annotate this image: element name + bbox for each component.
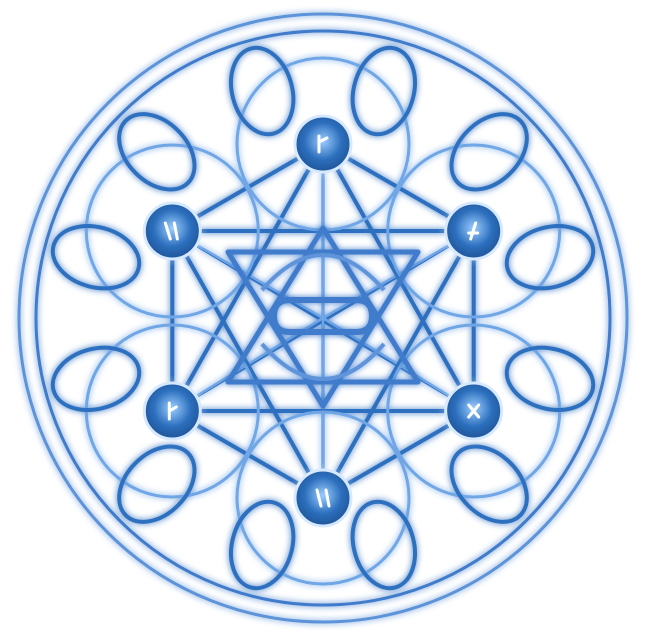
- rune-lower-left-icon: [167, 401, 178, 421]
- central-hexagram: [225, 225, 421, 409]
- rim-cell: [350, 499, 417, 591]
- petal-ring: [235, 410, 411, 586]
- rim-cell: [504, 345, 596, 412]
- rim-cell: [229, 499, 296, 591]
- inner-ring: [34, 29, 612, 607]
- rim-cell: [449, 444, 529, 524]
- rune-node-lower-right: [437, 375, 510, 447]
- rune-lower-right-icon: [467, 403, 481, 419]
- rim-cell: [50, 224, 142, 291]
- rune-node-upper-right: [437, 195, 510, 267]
- node-orb: [293, 468, 353, 528]
- hexagram-inner-bottom-arc: [260, 342, 386, 381]
- rim-cell: [117, 112, 197, 192]
- rim-cell: [350, 45, 417, 137]
- rune-bottom-icon: [315, 488, 331, 508]
- rim-cell: [504, 224, 596, 291]
- petal-ring: [386, 143, 562, 319]
- rune-node-lower-left: [136, 375, 209, 447]
- rune-node-top: [287, 108, 359, 180]
- rune-upper-left-icon: [163, 221, 179, 241]
- petal-ring: [84, 143, 260, 319]
- rim-cell: [117, 444, 197, 524]
- rune-upper-right-icon: [467, 221, 480, 241]
- hexagram-inner-top-arc: [260, 253, 386, 292]
- rune-top-icon: [317, 134, 329, 154]
- outer-ring: [17, 12, 629, 624]
- rune-node-upper-left: [136, 195, 209, 267]
- rim-cell: [50, 345, 142, 412]
- hexagram-inner-oval: [270, 297, 376, 335]
- rim-cell: [449, 112, 529, 192]
- node-orb: [142, 201, 202, 261]
- rim-cell: [229, 45, 296, 137]
- outer-rings: [17, 12, 629, 624]
- node-orb: [293, 114, 353, 174]
- rune-nodes: [136, 108, 510, 534]
- rune-node-bottom: [287, 462, 359, 534]
